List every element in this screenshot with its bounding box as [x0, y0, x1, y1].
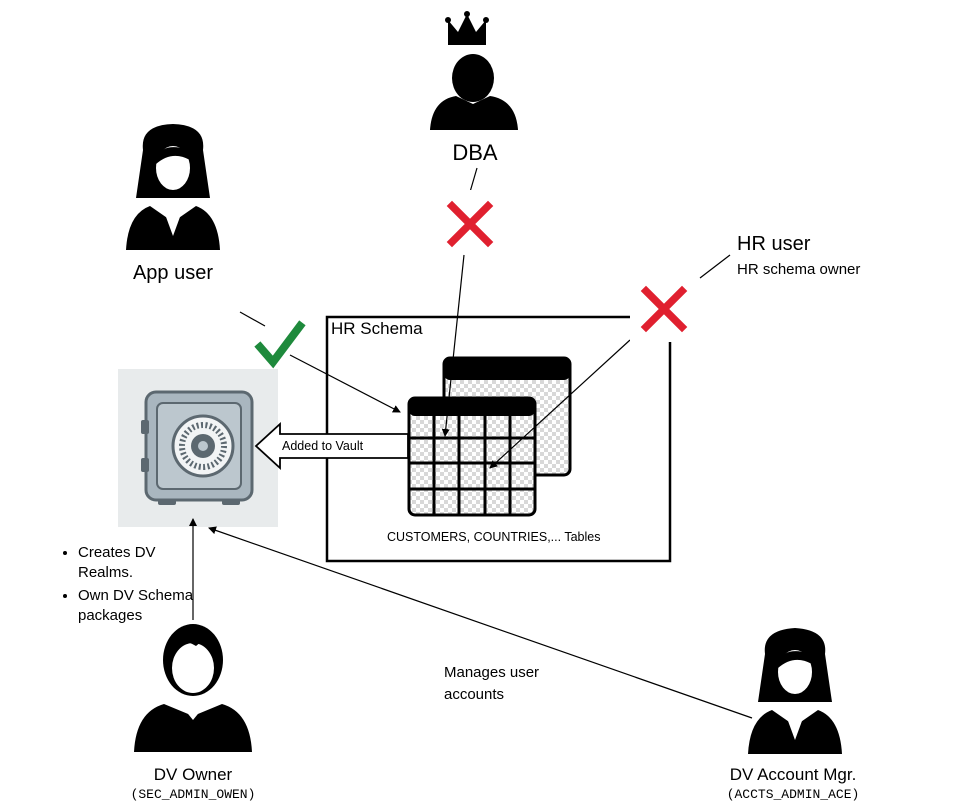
dba-denied-x-icon — [434, 190, 506, 254]
dv-account-mgr-account: (ACCTS_ADMIN_ACE) — [726, 787, 860, 802]
dv-owner-label: DV Owner — [153, 765, 233, 784]
app-user-allowed-check-icon — [254, 320, 306, 369]
dba-person-icon — [430, 11, 518, 130]
duty-item: Creates DV Realms. — [78, 543, 198, 583]
app-user-line-top — [239, 311, 266, 327]
dba-access-arrow — [441, 254, 465, 437]
dv-account-mgr-label: DV Account Mgr. — [729, 765, 857, 784]
account-mgr-arrow — [208, 526, 753, 719]
hr-user-line-top — [699, 254, 731, 279]
app-user-access-arrow — [289, 354, 401, 413]
vault-safe-icon — [118, 369, 278, 527]
added-to-vault-arrow — [254, 421, 409, 471]
dv-owner-duties-list: Creates DV Realms. Own DV Schema package… — [56, 543, 198, 629]
hr-user-access-arrow — [489, 339, 631, 469]
hr-user-sublabel: HR schema owner — [737, 261, 861, 278]
added-to-vault-label: Added to Vault — [282, 439, 364, 453]
dv-owner-account: (SEC_ADMIN_OWEN) — [130, 787, 256, 802]
connector-lines — [189, 167, 753, 719]
dba-label: DBA — [452, 140, 498, 165]
hr-user-label: HR user — [737, 233, 811, 255]
hr-schema-title: HR Schema — [331, 319, 423, 338]
duty-item: Own DV Schema packages — [78, 586, 198, 626]
app-user-person-icon — [126, 124, 220, 250]
app-user-label: App user — [132, 262, 214, 284]
manages-accounts-label: Manages user accounts — [444, 664, 540, 703]
dv-account-mgr-person-icon — [748, 628, 842, 754]
hr-user-denied-x-icon — [630, 276, 698, 342]
front-table-icon — [407, 396, 537, 517]
dv-owner-person-icon — [134, 624, 252, 752]
tables-caption: CUSTOMERS, COUNTRIES,... Tables — [387, 530, 601, 544]
dba-line-top — [469, 167, 478, 193]
